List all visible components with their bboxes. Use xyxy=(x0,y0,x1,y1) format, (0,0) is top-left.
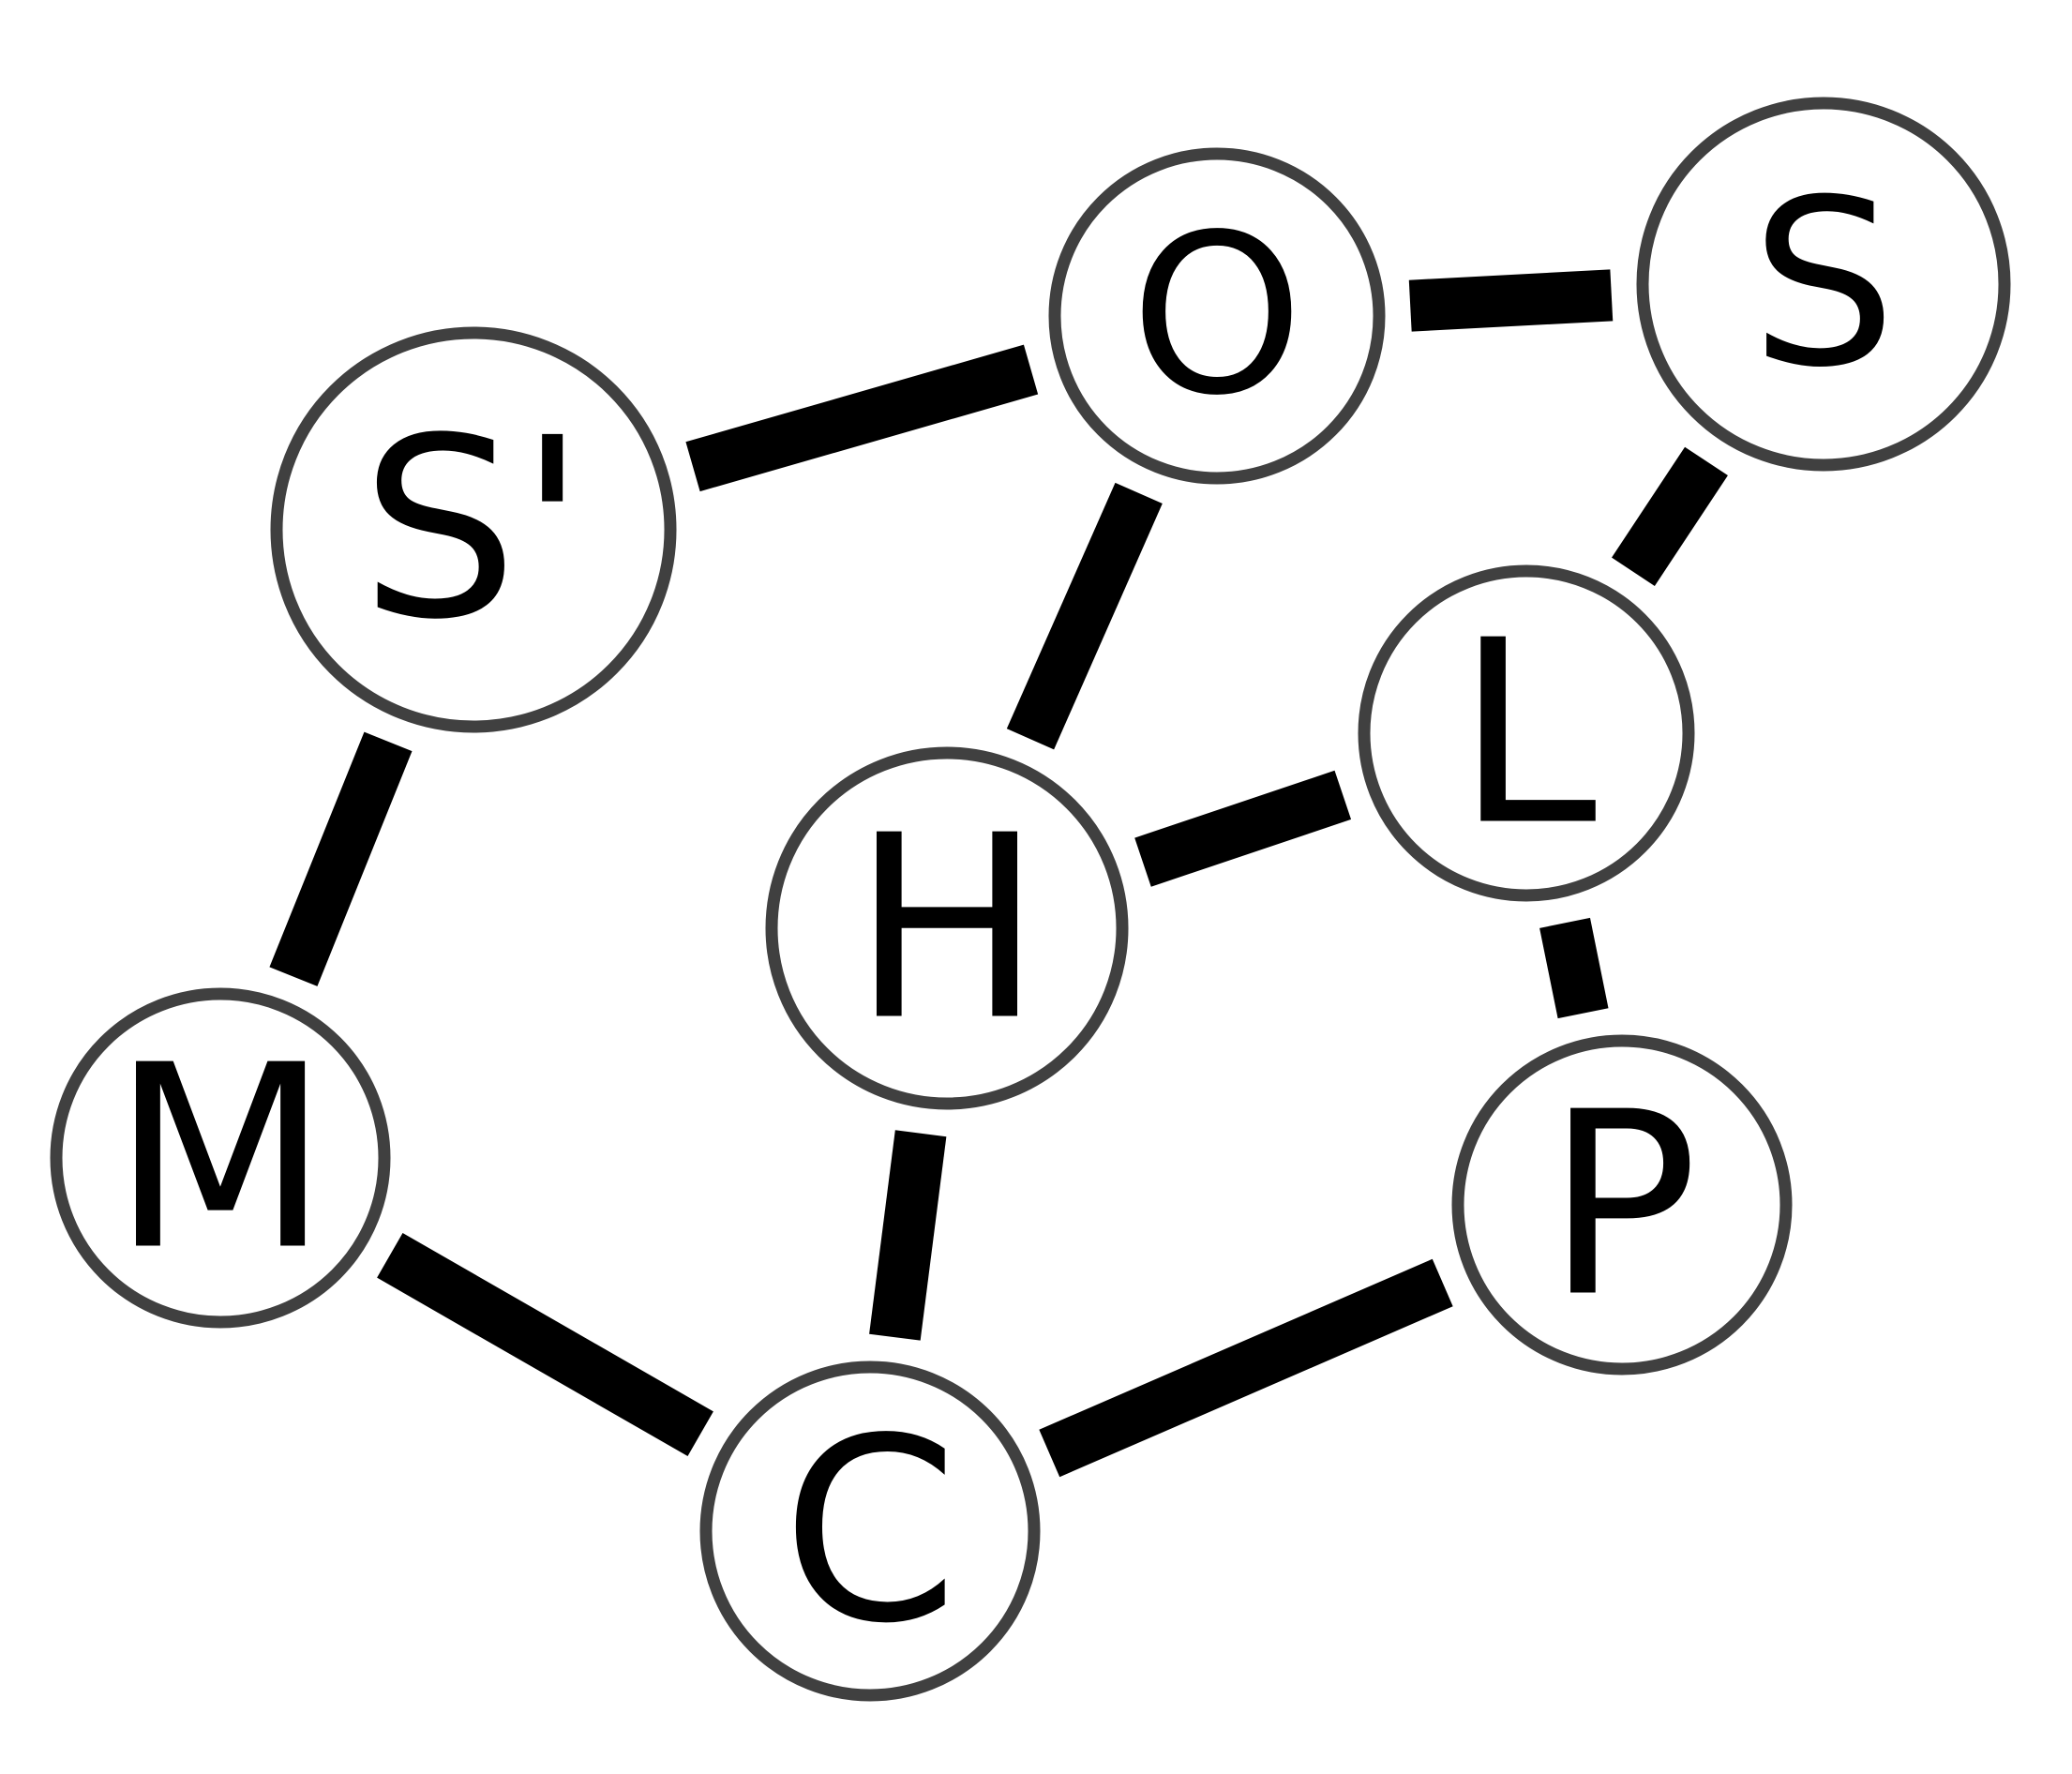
edge-o-s xyxy=(1408,269,1614,332)
node-s: S xyxy=(1636,97,2011,472)
edge-l-p xyxy=(1539,917,1609,1019)
node-circle-c xyxy=(699,1361,1041,1702)
node-p: P xyxy=(1451,1034,1793,1376)
node-label-h: H xyxy=(851,781,1042,1076)
node-circle-o xyxy=(1048,147,1386,485)
node-m: M xyxy=(50,987,391,1329)
edge-s-l xyxy=(1612,446,1728,586)
edges-layer xyxy=(269,269,1728,1478)
node-label-p: P xyxy=(1546,1058,1699,1353)
node-label-s-prime: S' xyxy=(360,385,586,674)
node-label-s: S xyxy=(1750,151,1897,418)
node-circle-s xyxy=(1636,97,2011,472)
node-o: O xyxy=(1048,147,1386,485)
node-c: C xyxy=(699,1361,1041,1702)
node-label-m: M xyxy=(112,1011,330,1306)
node-circle-l xyxy=(1358,564,1695,902)
edge-s-prime-m xyxy=(269,731,413,986)
nodes-layer: S' O SL H M P C xyxy=(50,97,2011,1702)
edge-h-c xyxy=(869,1130,947,1341)
node-h: H xyxy=(765,746,1129,1110)
node-circle-h xyxy=(765,746,1129,1110)
edge-c-p xyxy=(1039,1258,1453,1478)
node-l: L xyxy=(1358,564,1695,902)
node-circle-p xyxy=(1451,1034,1793,1376)
node-circle-s-prime xyxy=(270,326,677,733)
edge-h-l xyxy=(1134,770,1352,887)
node-s-prime: S' xyxy=(270,326,677,733)
edge-m-c xyxy=(377,1232,713,1457)
node-circle-m xyxy=(50,987,391,1329)
node-label-c: C xyxy=(782,1384,959,1679)
edge-s-prime-o xyxy=(685,344,1039,492)
node-label-l: L xyxy=(1456,586,1599,881)
edge-o-h xyxy=(1006,482,1163,750)
node-label-o: O xyxy=(1131,188,1304,444)
